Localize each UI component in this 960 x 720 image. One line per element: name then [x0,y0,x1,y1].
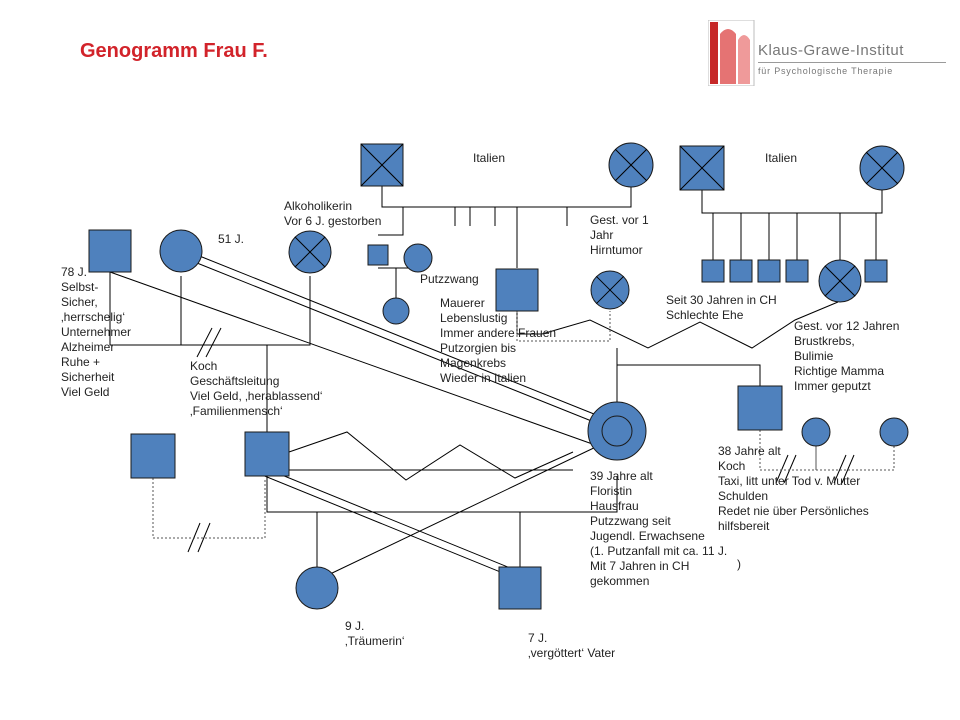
female-daughter-9 [295,566,339,610]
male-son-7 [498,566,542,610]
male-sibling [757,259,781,283]
page-title: Genogramm Frau F. [80,40,268,62]
female-brother-partner [879,417,909,447]
label-alkoholikerin: Alkoholikerin Vor 6 J. gestorben [284,199,382,228]
male-grandfather-78 [88,229,132,273]
divorce-mark [775,454,789,484]
male-deceased-italian-grandfather-left [360,143,404,187]
female-deceased-hirntumor [590,270,630,310]
male-father-mauerer [495,268,539,312]
close-bond-line [196,262,600,425]
female-small-child [382,297,410,325]
marriage-line-partner-parents [109,272,182,346]
close-bond-line [244,459,521,573]
marriage-line-italian-grandparents-right [701,190,883,214]
label-koch-partner: Koch Geschäftsleitung Viel Geld, ‚herabl… [190,359,323,418]
male-sibling [785,259,809,283]
male-brother-38 [737,385,783,431]
female-deceased-italian-grandmother-right [859,145,905,191]
male-sibling [701,259,725,283]
label-age-51: 51 J. [218,232,245,246]
label-putzzwang: Putzzwang [420,272,479,286]
female-index-person-39 [587,401,647,461]
female-putzzwang [403,243,433,273]
label-seit-30-jahren: Seit 30 Jahren in CH Schlechte Ehe [666,293,777,322]
close-bond-line [196,254,600,417]
male-sibling [864,259,888,283]
label-paren-close: ) [737,557,741,571]
female-deceased-italian-grandmother-left [608,142,654,188]
female-deceased-alkoholikerin [288,230,332,274]
label-index-person: 39 Jahre alt Floristin Hausfrau Putzzwan… [590,469,728,588]
dotted-line-partner-first-marriage [152,478,266,539]
marriage-line-italian-grandparents-left [381,165,632,208]
close-bond-line [244,467,521,581]
male-partner-first-relation [130,433,176,479]
label-gest-brustkrebs: Gest. vor 12 Jahren Brustkrebs, Bulimie … [794,319,900,393]
label-italien-left: Italien [473,151,506,165]
divorce-mark [783,454,797,484]
divorce-mark [197,522,211,553]
label-brother: 38 Jahre alt Koch Taxi, litt unter Tod v… [718,444,869,533]
dotted-line-father-relation [516,311,611,342]
institute-logo: Klaus-Grawe-Institut für Psychologische … [707,19,948,90]
label-daughter: 9 J. ‚Träumerin‘ [345,619,405,648]
label-grandfather: 78 J. Selbst- Sicher, ‚herrschelig‘ Unte… [61,265,132,399]
label-mauerer: Mauerer Lebenslustig Immer andere Frauen… [440,296,557,385]
cross-line [327,444,601,576]
divorce-mark [196,327,213,358]
divorce-mark [841,454,855,484]
male-small-relative [367,244,389,266]
male-partner-koch [244,431,290,477]
male-deceased-italian-grandfather-right [679,145,725,191]
marriage-line-parents [516,311,542,335]
female-brother-partner [801,417,831,447]
cross-line [109,271,599,447]
marriage-line-grandmother-alkoholikerin [181,276,311,346]
label-son: 7 J. ‚vergöttert‘ Vater [528,631,616,660]
logo-divider [758,62,946,63]
divorce-mark [205,327,222,358]
label-gest-hirntumor: Gest. vor 1 Jahr Hirntumor [590,213,649,257]
divorce-mark [833,454,847,484]
logo-name: Klaus-Grawe-Institut [758,42,904,59]
children-line [266,475,618,513]
logo-mark-icon [707,19,755,87]
conflict-line-couple [288,431,574,481]
label-italien-right: Italien [765,151,798,165]
male-sibling [729,259,753,283]
logo-subtitle: für Psychologische Therapie [758,66,893,76]
child-line-putzzwang-couple [378,207,404,236]
conflict-line-parents [541,301,839,349]
female-deceased-mother [818,259,862,303]
sibling-line-brother [617,364,761,386]
female-grandmother-51 [159,229,203,273]
